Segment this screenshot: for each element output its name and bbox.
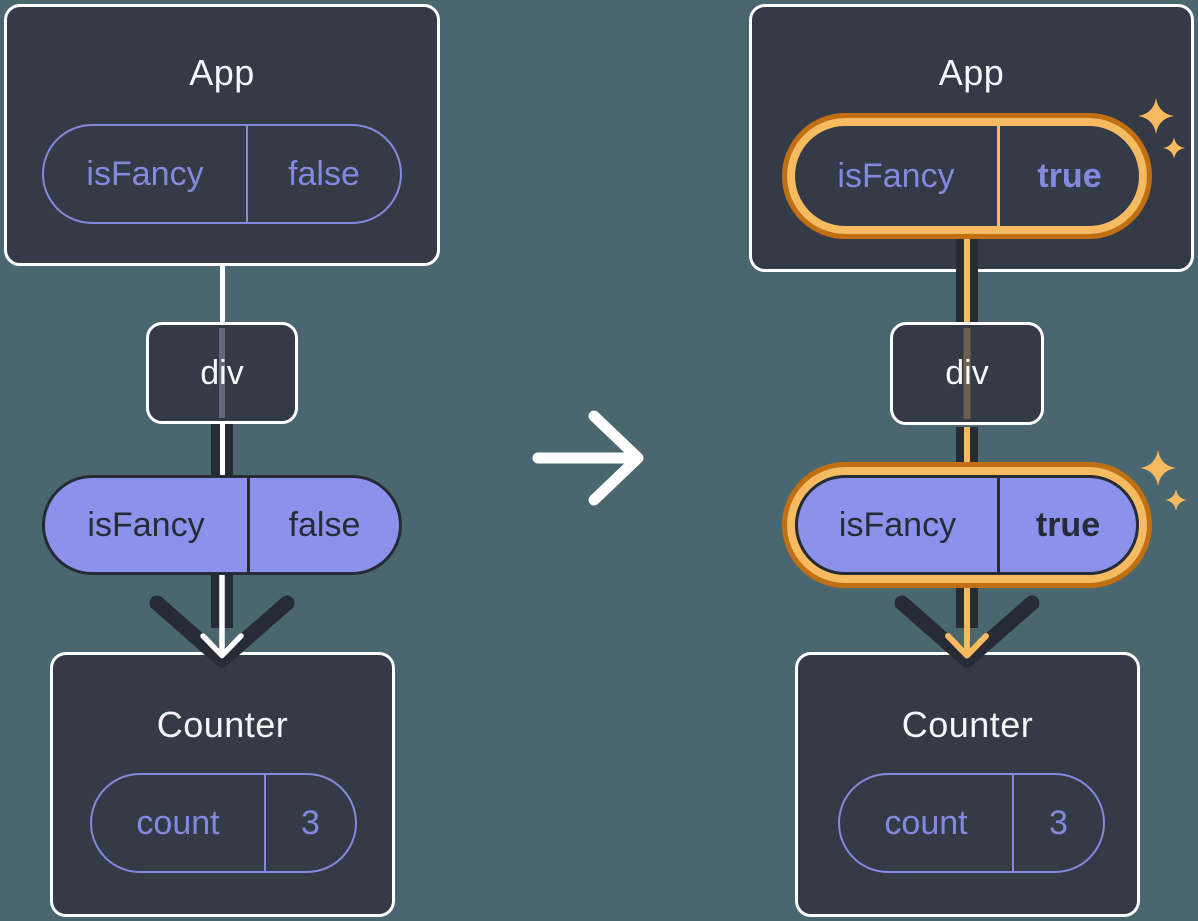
- prop-value: false: [288, 505, 361, 544]
- prop-flow-hint: [963, 328, 971, 419]
- state-value: false: [288, 154, 360, 193]
- connector-div-pill-core: [220, 424, 225, 477]
- prop-name: isFancy: [798, 478, 1000, 572]
- div-node: div: [890, 322, 1044, 425]
- sparkle-icon: [1140, 450, 1187, 511]
- state-name: count: [840, 775, 1014, 871]
- counter-state-pill: count 3: [90, 773, 357, 873]
- prop-name: isFancy: [45, 478, 250, 572]
- div-label: div: [200, 353, 244, 392]
- arrow-right-icon: [532, 410, 644, 506]
- connector-app-div-core: [964, 237, 970, 322]
- counter-title: Counter: [901, 704, 1034, 745]
- passed-prop-pill: isFancy true: [795, 475, 1139, 575]
- connector-div-pill-core: [964, 427, 970, 476]
- passed-prop-pill-highlight: isFancy true: [782, 462, 1152, 588]
- app-title: App: [938, 52, 1005, 93]
- connector-app-div: [220, 264, 225, 324]
- prop-value: true: [1035, 505, 1101, 544]
- app-state-pill-highlight: isFancy true: [782, 113, 1152, 239]
- highlight-inner-ring: isFancy true: [787, 467, 1147, 583]
- state-name: count: [92, 775, 266, 871]
- app-state-pill: isFancy true: [795, 126, 1139, 226]
- app-title: App: [189, 52, 255, 93]
- state-name: isFancy: [44, 126, 248, 222]
- state-value: true: [1037, 156, 1102, 195]
- state-value: 3: [301, 803, 320, 842]
- sparkle-icon: [1138, 98, 1185, 159]
- div-label: div: [945, 354, 989, 392]
- state-name: isFancy: [795, 126, 1000, 226]
- div-node: div: [146, 322, 298, 424]
- prop-flow-hint: [219, 328, 225, 418]
- down-arrow-icon: [149, 570, 295, 668]
- app-state-pill: isFancy false: [42, 124, 402, 224]
- counter-state-pill: count 3: [838, 773, 1105, 873]
- counter-title: Counter: [156, 704, 289, 745]
- highlight-inner-ring: isFancy true: [787, 118, 1147, 234]
- state-value: 3: [1049, 803, 1068, 842]
- passed-prop-pill: isFancy false: [42, 475, 402, 575]
